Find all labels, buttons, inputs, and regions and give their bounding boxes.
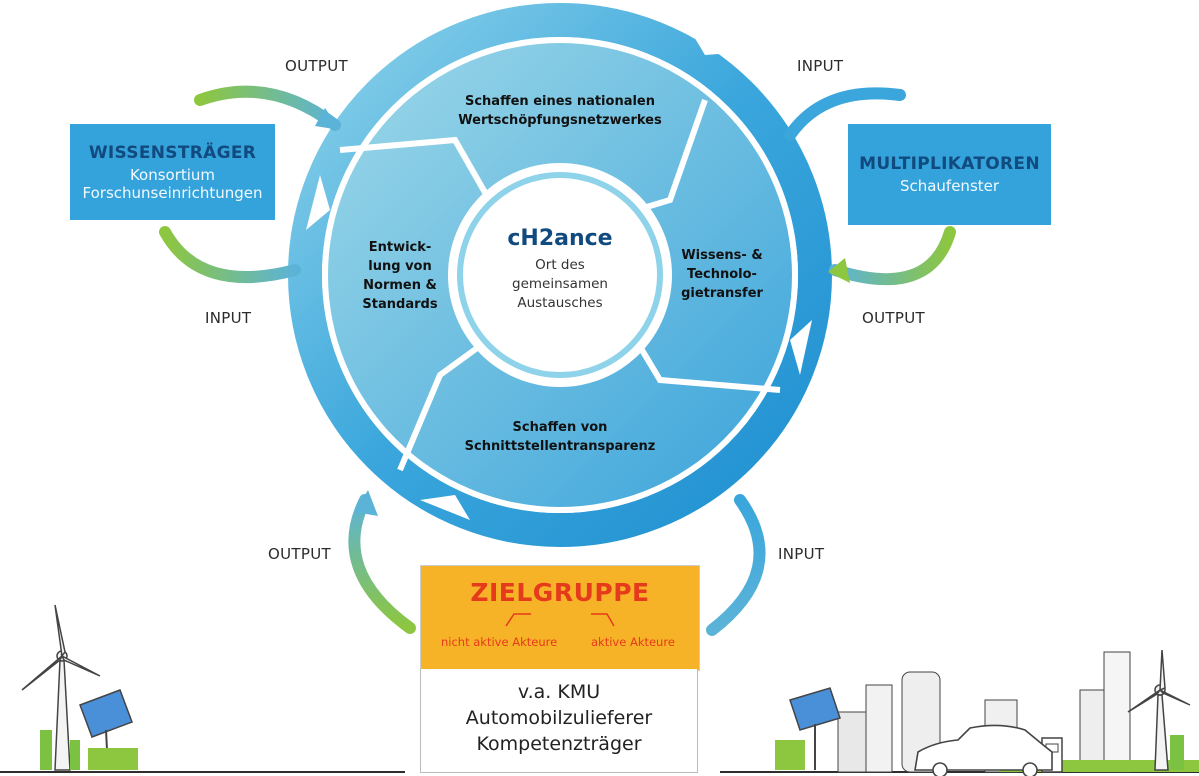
flow-label-bottom-left: OUTPUT <box>268 545 331 563</box>
flow-label-right-top: INPUT <box>797 57 844 75</box>
multiplier-line1: Schaufenster <box>899 177 1000 195</box>
multiplier-title: MULTIPLIKATOREN <box>859 154 1040 174</box>
knowledge-carrier-line1: Konsortium <box>129 165 216 184</box>
target-group-details: v.a. KMU Automobilzulieferer Kompetenztr… <box>420 669 698 773</box>
center-hub <box>448 163 672 387</box>
flow-label-left-bottom: INPUT <box>205 309 252 327</box>
segment-top-label: Schaffen eines nationalen Wertschöpfungs… <box>458 94 662 128</box>
wind-turbine-left-icon <box>0 604 405 773</box>
car-icon <box>914 724 1053 776</box>
target-group-box: ZIELGRUPPE nicht aktive Akteure aktive A… <box>420 565 700 671</box>
flow-label-bottom-right: INPUT <box>778 545 825 563</box>
segment-left-label: Entwick- lung von Normen & Standards <box>362 240 438 312</box>
knowledge-carrier-line2: Forschunseinrichtungen <box>82 183 263 202</box>
inactive-actors-label: nicht aktive Akteure <box>441 635 558 649</box>
flow-arrow-left-bottom <box>159 226 301 284</box>
target-group-branches <box>505 613 615 627</box>
solar-panel-right-icon <box>775 687 841 770</box>
knowledge-carrier-title: WISSENSTRÄGER <box>88 142 257 163</box>
multiplier-box: MULTIPLIKATOREN Schaufenster <box>848 124 1051 225</box>
center-subtitle: Ort des gemeinsamen Austausches <box>512 257 608 311</box>
flow-arrow-bottom-right <box>706 494 766 636</box>
segment-right-label: Wissens- & Technolo- gietransfer <box>681 248 763 301</box>
flow-arrow-right-bottom <box>828 226 956 286</box>
flow-arrow-right-top <box>784 87 906 141</box>
active-actors-label: aktive Akteure <box>591 635 675 649</box>
flow-label-left-top: OUTPUT <box>285 57 348 75</box>
flow-label-right-bottom: OUTPUT <box>862 309 925 327</box>
solar-panel-left-icon <box>79 689 138 771</box>
wind-turbine-right-icon <box>1127 649 1191 771</box>
segment-bottom-label: Schaffen von Schnittstellentransparenz <box>464 420 656 454</box>
target-group-title: ZIELGRUPPE <box>470 578 650 607</box>
flow-arrow-left-top <box>194 85 341 131</box>
outer-ring <box>288 3 832 547</box>
knowledge-carrier-box: WISSENSTRÄGER Konsortium Forschunseinric… <box>70 124 275 220</box>
flow-arrow-bottom-left <box>348 490 416 634</box>
center-title: cH2ance <box>507 226 613 251</box>
